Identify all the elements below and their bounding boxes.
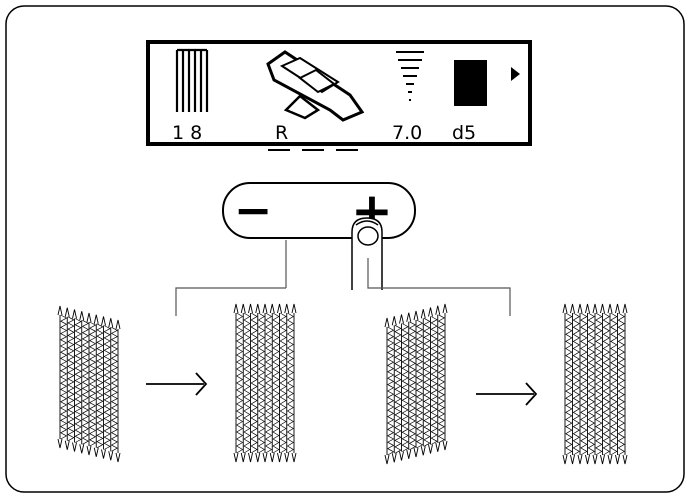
minus-button[interactable]: −: [234, 183, 273, 237]
stitch-pattern-icon: [175, 48, 209, 112]
presser-foot-icon: [266, 50, 365, 122]
finger-icon: [351, 217, 383, 290]
transition-arrows: [146, 372, 538, 406]
stitch-sample-right-before: [384, 303, 448, 465]
density-block-icon: [454, 60, 487, 106]
stitch-sample-right-after: [562, 303, 628, 465]
stitch-sample-left-before: [57, 305, 121, 463]
adjust-button-group[interactable]: − +: [222, 182, 416, 240]
stitch-sample-left-after: [233, 303, 297, 463]
connector-lines: [175, 240, 511, 316]
tension-value: 7.0: [392, 122, 422, 144]
next-arrow-icon: [511, 67, 520, 81]
lcd-display: 18 R 7.0 d5: [146, 40, 532, 146]
foot-code: R: [275, 122, 288, 144]
stitch-number: 18: [172, 122, 208, 144]
tension-icon: [396, 51, 424, 101]
density-value: d5: [452, 122, 476, 144]
